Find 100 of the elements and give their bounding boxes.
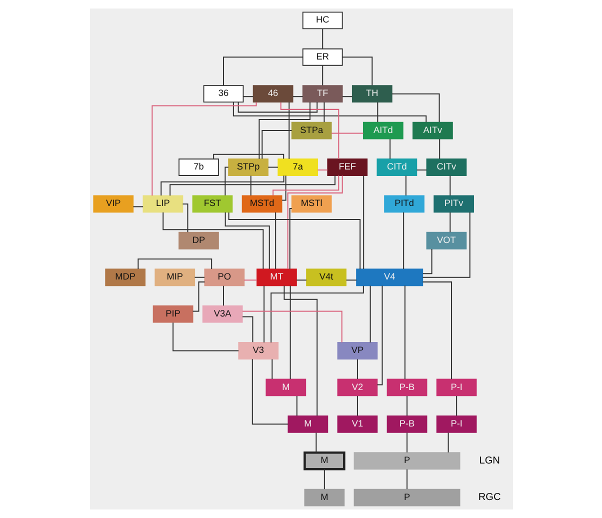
connector: [456, 396, 457, 416]
node-box: PITv: [433, 195, 474, 213]
node-box: MSTd: [241, 195, 282, 213]
connector: [192, 281, 204, 312]
connector: [362, 176, 364, 269]
connector: [292, 96, 302, 98]
node-box: PIP: [152, 305, 193, 323]
node-box: MSTl: [290, 195, 332, 213]
node-box: V1: [336, 415, 378, 433]
node-box: P-B: [386, 378, 427, 396]
connector: [242, 316, 253, 342]
connector: [268, 166, 278, 168]
node-box: TH: [351, 85, 392, 103]
connector: [286, 176, 342, 269]
connector: [402, 212, 404, 270]
node-box: TF: [302, 85, 342, 103]
connector: [272, 176, 339, 196]
node-box: LIP: [142, 195, 183, 213]
connector: [391, 93, 440, 122]
node-box: ER: [302, 48, 342, 66]
connector: [449, 212, 450, 232]
node-box: M: [287, 415, 328, 433]
connector: [342, 96, 352, 98]
connector: [389, 139, 390, 159]
connector: [315, 432, 316, 452]
connector: [222, 56, 302, 86]
connector: [237, 102, 318, 113]
connector: [406, 469, 408, 490]
connector: [151, 102, 256, 196]
node-box: P-I: [436, 378, 476, 396]
connector: [422, 281, 452, 380]
connector: [323, 102, 324, 122]
connector: [288, 102, 290, 159]
node-box: V3: [238, 342, 278, 360]
node-box: M: [303, 451, 345, 470]
connector: [172, 322, 238, 352]
node-box: M: [304, 488, 344, 506]
connector: [263, 286, 264, 342]
connector: [296, 396, 297, 416]
connector: [356, 359, 358, 379]
connector: [250, 176, 251, 196]
connector: [169, 176, 335, 196]
node-box: CITd: [376, 158, 417, 176]
connector: [296, 280, 306, 281]
node-box: PITd: [384, 195, 424, 213]
node-box: 7b: [178, 158, 218, 176]
connector: [404, 176, 406, 196]
connector: [251, 359, 288, 425]
connector: [322, 66, 323, 86]
node-box: VP: [336, 342, 378, 360]
connector: [376, 286, 382, 386]
node-box: VOT: [426, 232, 466, 250]
connector: [242, 310, 342, 342]
connector: [356, 396, 358, 416]
connector: [280, 102, 339, 159]
connector: [244, 280, 256, 281]
connector: [242, 96, 253, 98]
connector: [270, 286, 364, 342]
connector: [224, 212, 270, 269]
connector: [376, 102, 378, 122]
connector: [289, 286, 290, 380]
connector: [331, 132, 363, 134]
node-box: STPa: [290, 122, 332, 140]
connector: [438, 139, 440, 159]
node-box: VIP: [92, 195, 134, 213]
connector: [232, 102, 426, 122]
connector: [212, 154, 284, 159]
connector: [449, 176, 450, 196]
node-box: 46: [252, 85, 293, 103]
node-box: AITv: [412, 122, 452, 140]
connector: [261, 130, 292, 159]
connector: [194, 276, 204, 278]
node-box: V4t: [306, 268, 346, 286]
connector: [323, 469, 324, 490]
connector: [182, 203, 188, 232]
connector: [346, 280, 356, 281]
connector: [162, 212, 264, 270]
node-box: CITv: [426, 158, 466, 176]
connector: [224, 166, 228, 196]
connector: [322, 28, 323, 49]
node-box: P-B: [386, 415, 427, 433]
node-box: PO: [204, 268, 244, 286]
connector: [404, 286, 405, 380]
node-box: MT: [256, 268, 296, 286]
node-box: V4: [356, 268, 423, 286]
connector: [228, 212, 360, 270]
node-box: MDP: [104, 268, 146, 286]
node-box: V2: [336, 378, 378, 396]
node-box: MIP: [154, 268, 195, 286]
connector: [271, 359, 272, 379]
connector: [406, 432, 408, 452]
label: LGN: [478, 455, 500, 466]
connector: [222, 286, 224, 306]
node-box: FST: [192, 195, 232, 213]
connector: [160, 176, 284, 196]
label: RGC: [478, 492, 500, 504]
node-box: 36: [202, 85, 244, 103]
node-box: P: [353, 452, 460, 470]
connector: [406, 396, 408, 416]
node-box: AITd: [362, 122, 403, 140]
